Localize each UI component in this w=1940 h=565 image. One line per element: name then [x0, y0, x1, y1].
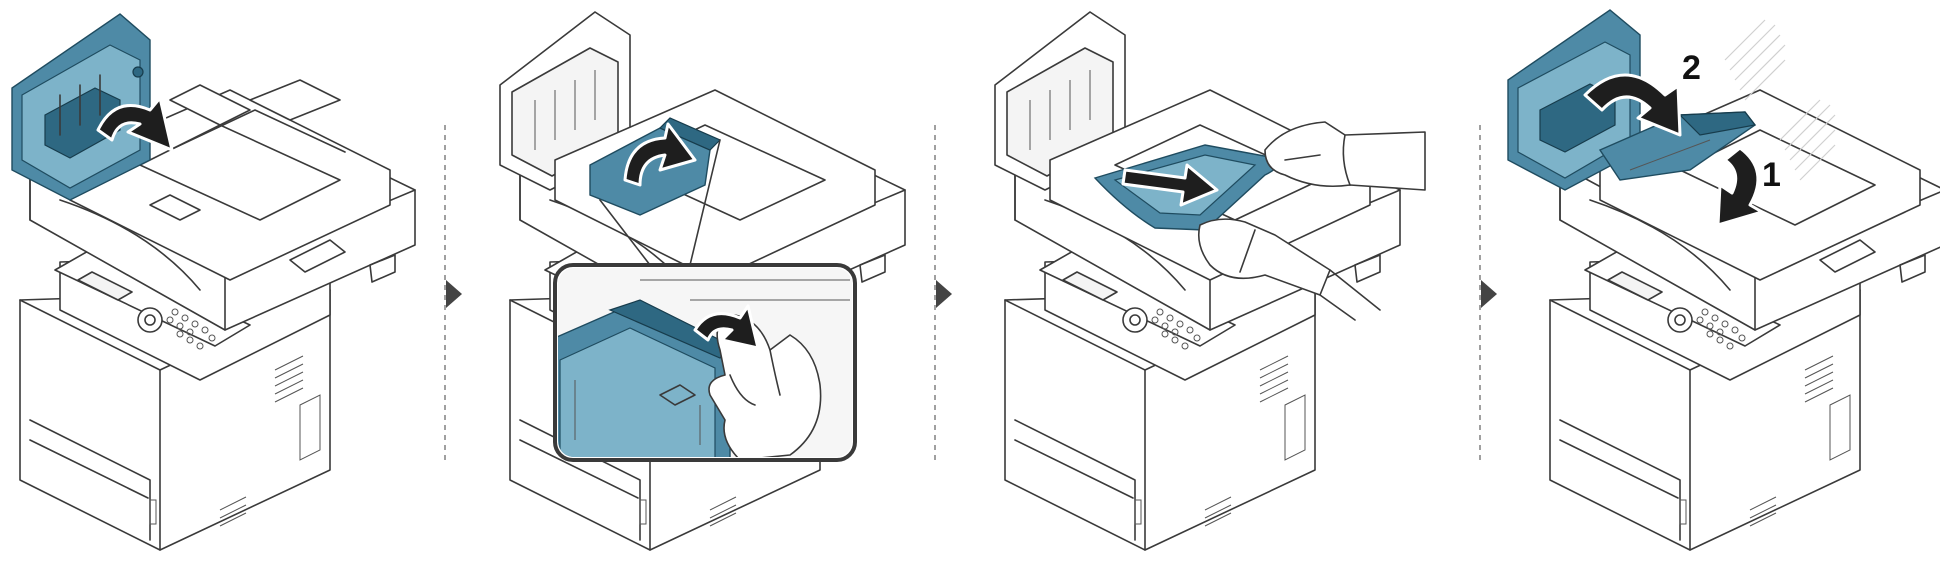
step-2-panel: [499, 11, 906, 551]
step-4-panel: 2 1: [1507, 9, 1940, 551]
straight-arrow-icon: [1121, 163, 1219, 207]
motion-shading: [1724, 19, 1836, 181]
step-3-panel: [994, 11, 1426, 551]
curved-arrow-icon: [1716, 146, 1764, 227]
callout-label-1: 1: [1762, 156, 1781, 194]
curved-arrow-icon: [1583, 73, 1682, 137]
chevron-right-icon: [446, 280, 462, 308]
curved-arrow-icon: [96, 96, 174, 152]
curved-arrow-icon: [693, 304, 760, 350]
step-1-panel: [11, 13, 416, 551]
chevron-right-icon: [1481, 280, 1497, 308]
curved-arrow-icon: [623, 122, 697, 187]
callout-label-2: 2: [1682, 49, 1701, 87]
adf-cover-open: [11, 13, 151, 201]
detail-callout: [553, 263, 857, 462]
adf-cover: [1507, 9, 1641, 191]
chevron-right-icon: [936, 280, 952, 308]
